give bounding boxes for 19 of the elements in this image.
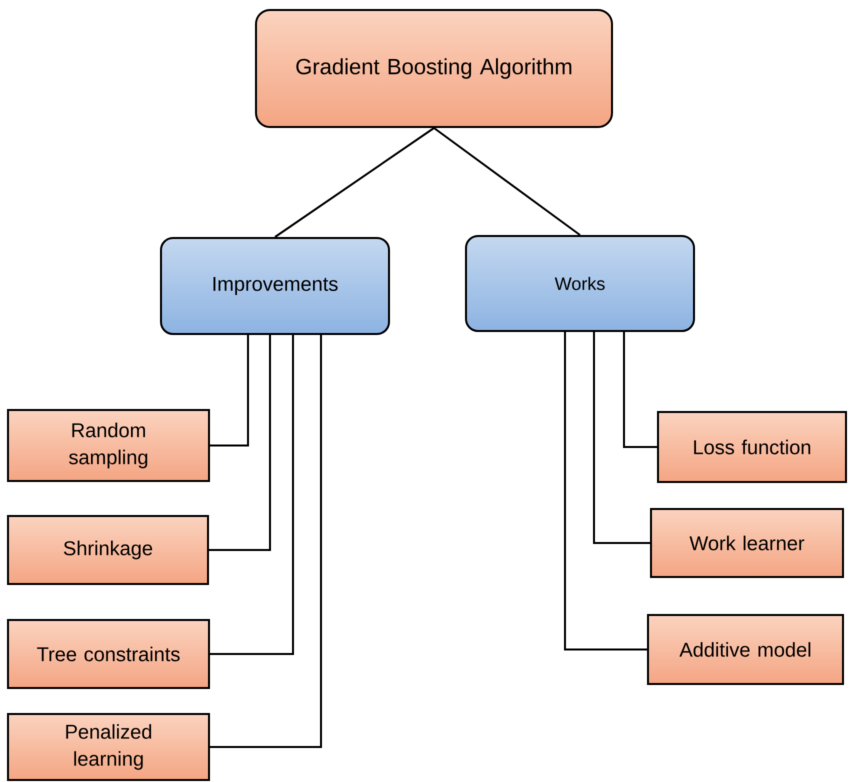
item-box: Penalized learning — [7, 713, 210, 781]
item-box: Work learner — [650, 508, 844, 578]
item-box: Tree constraints — [7, 619, 210, 689]
title-box: Gradient Boosting Algorithm — [255, 9, 613, 128]
connector-line — [593, 332, 650, 544]
item-box: Additive model — [647, 614, 844, 685]
connector-line — [433, 127, 581, 236]
category-box: Works — [465, 235, 695, 332]
item-box: Random sampling — [7, 409, 210, 482]
connector-line — [623, 332, 657, 448]
item-box: Loss function — [657, 411, 847, 483]
item-box: Shrinkage — [7, 515, 209, 585]
connector-line — [210, 335, 249, 446]
category-box: Improvements — [160, 237, 390, 335]
connector-line — [564, 332, 647, 650]
connector-line — [210, 335, 294, 655]
connector-line — [274, 127, 435, 238]
connector-line — [209, 335, 271, 551]
connector-line — [210, 335, 322, 748]
